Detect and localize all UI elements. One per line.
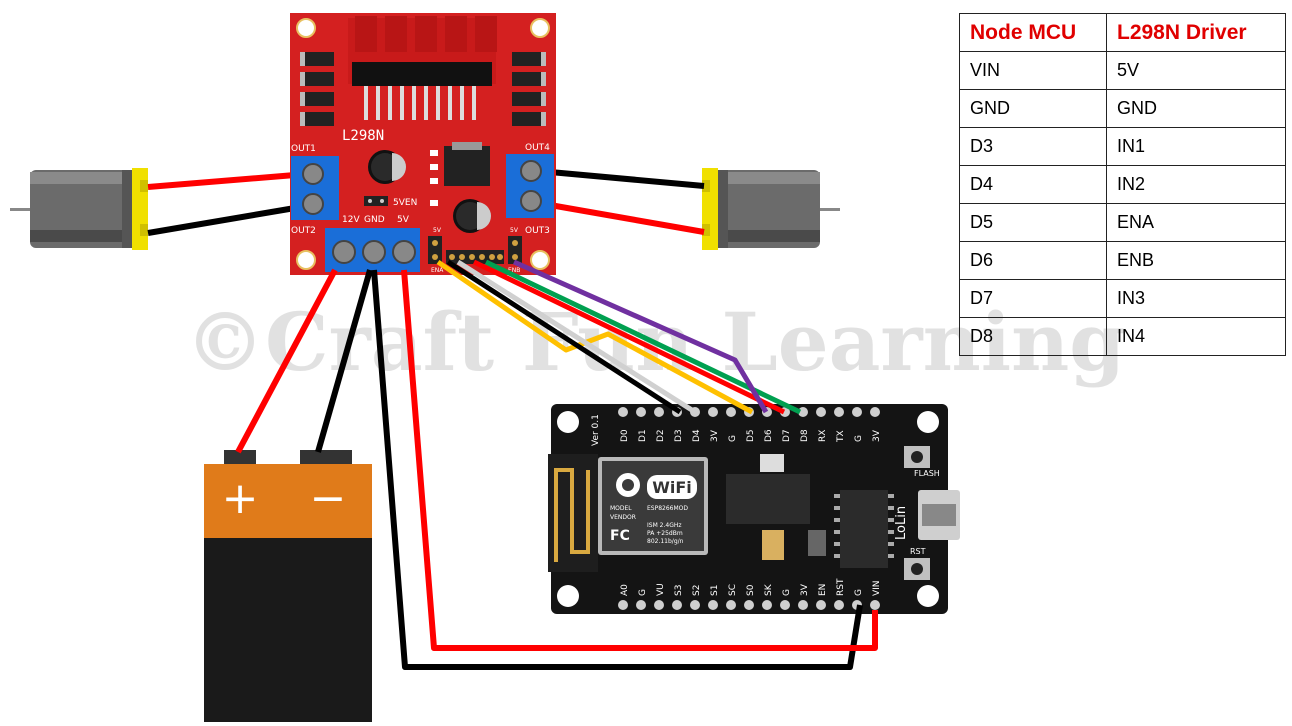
table-row: GND GND xyxy=(959,89,1286,128)
bottom-pin-label: S2 xyxy=(692,585,702,596)
top-pin-label: D1 xyxy=(638,429,648,442)
module-name: ESP8266MOD xyxy=(647,505,688,512)
table-cell-nodemcu-pin: D5 xyxy=(959,203,1107,242)
bottom-pin-label: S1 xyxy=(710,585,720,596)
top-pin-label: D4 xyxy=(692,429,702,442)
table-cell-driver-pin: IN4 xyxy=(1106,317,1286,356)
enb-label: ENB xyxy=(508,267,520,274)
battery: + − xyxy=(204,450,372,722)
top-pin-label: D6 xyxy=(764,429,774,442)
module-ism: ISM 2.4GHz xyxy=(647,522,682,529)
battery-minus-label: − xyxy=(310,473,347,524)
signal-wires xyxy=(436,259,802,415)
table-cell-driver-pin: ENA xyxy=(1106,203,1286,242)
fc-mark: FC xyxy=(610,528,630,544)
out4-label: OUT4 xyxy=(525,143,550,153)
top-pin-label: RX xyxy=(818,430,828,442)
table-row: VIN 5V xyxy=(959,51,1286,90)
nodemcu-board: Ver 0.1 D0 D1 D2 D3 D4 3V G D5 D6 D7 xyxy=(548,404,960,614)
pin-mapping-table: Node MCU L298N Driver VIN 5V GND GND D3 … xyxy=(959,13,1286,356)
bottom-pin-label: G xyxy=(854,589,864,596)
bottom-pin-label: EN xyxy=(818,584,828,596)
5ven-label: 5VEN xyxy=(393,198,417,208)
bottom-pin-label: VU xyxy=(656,583,666,596)
table-header-nodemcu: Node MCU xyxy=(959,13,1107,52)
battery-plus-label: + xyxy=(222,473,259,524)
table-cell-nodemcu-pin: VIN xyxy=(959,51,1107,90)
bottom-pin-label: G xyxy=(638,589,648,596)
ena-label: ENA xyxy=(431,267,444,274)
bottom-pin-label: SC xyxy=(728,584,738,596)
power-wires xyxy=(235,268,878,670)
board-version: Ver 0.1 xyxy=(591,414,601,446)
table-row: D7 IN3 xyxy=(959,279,1286,318)
module-pa: PA +25dBm xyxy=(647,530,683,537)
bottom-pin-label: A0 xyxy=(620,584,630,596)
l298n-driver-board: L298N 5VEN OUT1 OUT2 OUT4 OUT3 xyxy=(290,13,556,275)
top-pin-label: D8 xyxy=(800,429,810,442)
top-pin-label: D3 xyxy=(674,429,684,442)
top-pin-label: TX xyxy=(836,430,846,443)
top-pin-row: D0 D1 D2 D3 D4 3V G D5 D6 D7 D8 RX TX G … xyxy=(618,407,882,443)
bottom-pin-label: S3 xyxy=(674,585,684,596)
pin-5v-a-label: 5V xyxy=(433,227,442,234)
module-model: MODEL xyxy=(610,505,632,512)
right-motor xyxy=(702,168,840,250)
bottom-pin-label: SK xyxy=(764,583,774,596)
table-cell-nodemcu-pin: D3 xyxy=(959,127,1107,166)
table-cell-nodemcu-pin: D8 xyxy=(959,317,1107,356)
table-cell-driver-pin: ENB xyxy=(1106,241,1286,280)
rst-label: RST xyxy=(910,547,926,556)
table-cell-driver-pin: GND xyxy=(1106,89,1286,128)
top-pin-label: 3V xyxy=(872,429,882,442)
table-cell-nodemcu-pin: D7 xyxy=(959,279,1107,318)
wifi-label: WiFi xyxy=(652,478,692,497)
module-vendor: VENDOR xyxy=(610,514,636,521)
bottom-pin-label: G xyxy=(782,589,792,596)
lolin-label: LoLin xyxy=(894,506,909,540)
table-row: D6 ENB xyxy=(959,241,1286,280)
bottom-pin-label: RST xyxy=(836,578,846,596)
table-row: D5 ENA xyxy=(959,203,1286,242)
motor-wires xyxy=(147,169,705,236)
table-cell-nodemcu-pin: GND xyxy=(959,89,1107,128)
top-pin-label: G xyxy=(854,435,864,442)
left-motor xyxy=(10,168,148,250)
bottom-pin-label: S0 xyxy=(746,584,756,596)
out1-label: OUT1 xyxy=(291,144,316,154)
table-cell-nodemcu-pin: D4 xyxy=(959,165,1107,204)
bottom-pin-row: A0 G VU S3 S2 S1 SC S0 SK G 3V EN RST G … xyxy=(618,578,882,610)
table-cell-driver-pin: IN2 xyxy=(1106,165,1286,204)
table-row: D3 IN1 xyxy=(959,127,1286,166)
5v-label: 5V xyxy=(397,215,410,225)
module-std: 802.11b/g/n xyxy=(647,538,684,545)
out2-label: OUT2 xyxy=(291,226,316,236)
table-cell-driver-pin: IN3 xyxy=(1106,279,1286,318)
top-pin-label: D7 xyxy=(782,429,792,442)
top-pin-label: 3V xyxy=(710,429,720,442)
table-row: D4 IN2 xyxy=(959,165,1286,204)
table-header-row: Node MCU L298N Driver xyxy=(959,13,1286,52)
table-header-l298n: L298N Driver xyxy=(1106,13,1286,52)
table-cell-driver-pin: 5V xyxy=(1106,51,1286,90)
driver-model-label: L298N xyxy=(342,128,384,144)
top-pin-label: D0 xyxy=(620,429,630,442)
top-pin-label: G xyxy=(728,435,738,442)
flash-label: FLASH xyxy=(914,469,940,478)
bottom-pin-label: VIN xyxy=(872,580,882,596)
pin-5v-b-label: 5V xyxy=(510,227,519,234)
out3-label: OUT3 xyxy=(525,226,550,236)
table-cell-driver-pin: IN1 xyxy=(1106,127,1286,166)
top-pin-label: D2 xyxy=(656,429,666,442)
12v-label: 12V xyxy=(342,215,360,225)
gnd-label: GND xyxy=(364,215,385,225)
top-pin-label: D5 xyxy=(746,429,756,442)
table-row: D8 IN4 xyxy=(959,317,1286,356)
table-cell-nodemcu-pin: D6 xyxy=(959,241,1107,280)
bottom-pin-label: 3V xyxy=(800,583,810,596)
